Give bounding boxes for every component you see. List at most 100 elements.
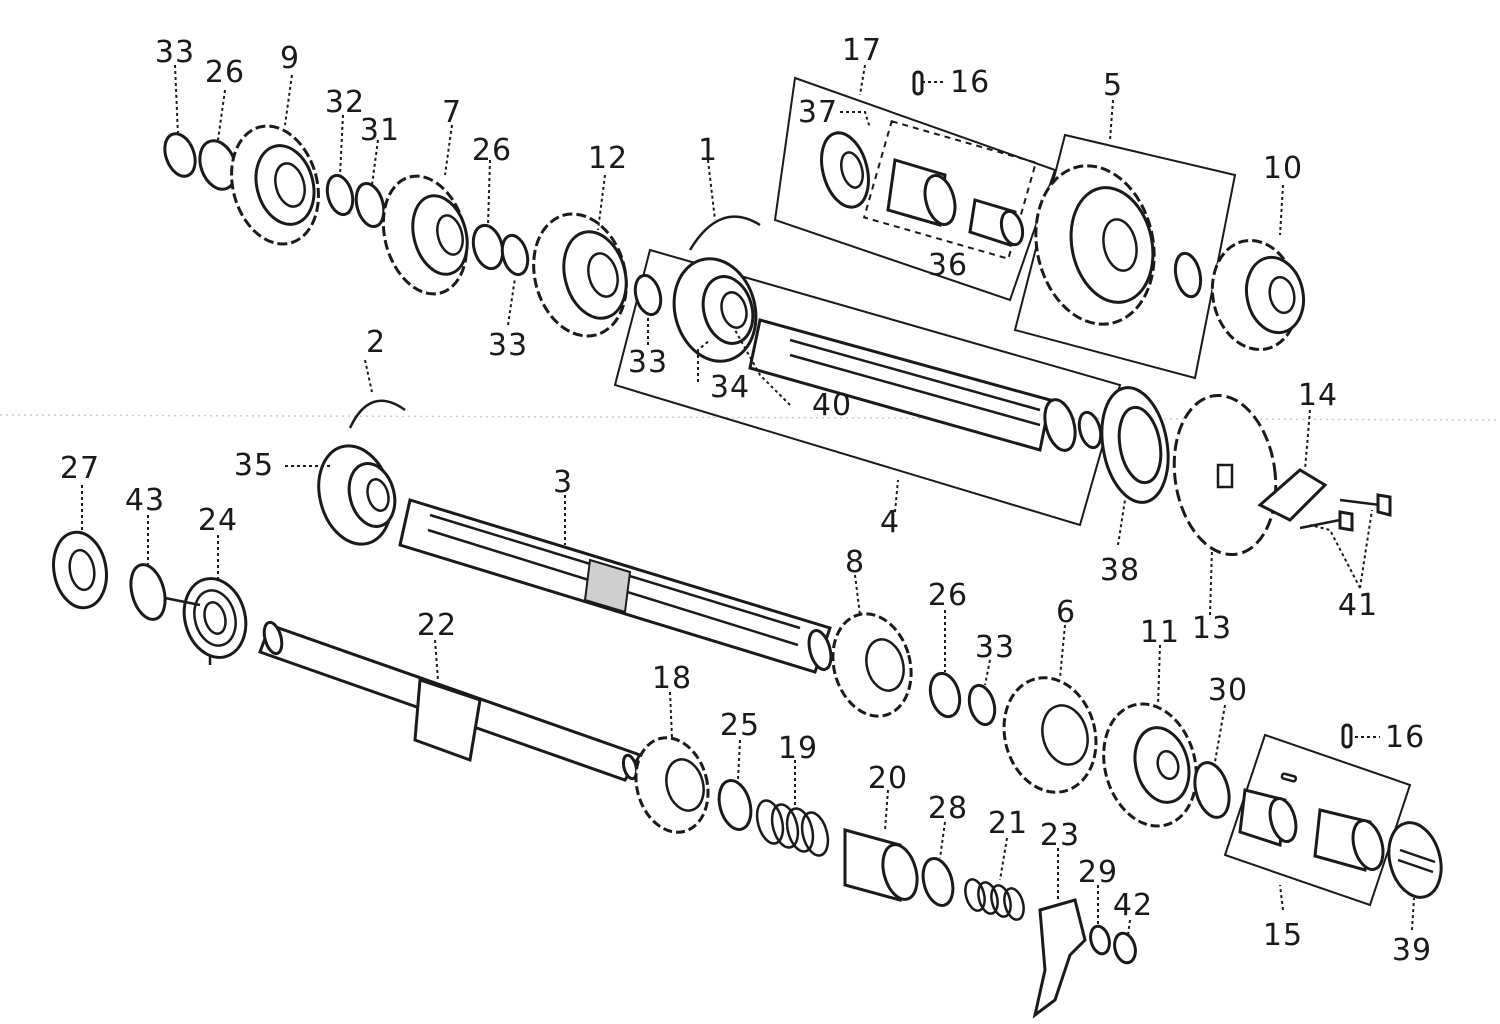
callout-24: 24 [198, 503, 238, 538]
washer-27-icon [52, 530, 108, 610]
callout-23: 23 [1040, 818, 1080, 853]
callout-9: 9 [280, 41, 300, 76]
washer-30-icon [1193, 761, 1231, 819]
callout-26-mid: 26 [472, 133, 512, 168]
plate-14-icon [1257, 468, 1328, 522]
callout-16-lower: 16 [1385, 720, 1425, 755]
callout-15: 15 [1263, 918, 1303, 953]
callout-17: 17 [842, 33, 882, 68]
callout-30: 30 [1208, 673, 1248, 708]
shaft-4-box [613, 248, 1122, 527]
gear-9-icon [230, 124, 320, 246]
spring-43-icon [129, 563, 167, 621]
bearing-35-icon [317, 444, 397, 546]
callout-5: 5 [1103, 68, 1123, 103]
callout-11: 11 [1140, 615, 1180, 650]
callout-25: 25 [720, 708, 760, 743]
callout-3: 3 [553, 465, 573, 500]
callout-32: 32 [325, 85, 365, 120]
bearing-36-box [862, 120, 1038, 260]
callout-4: 4 [880, 505, 900, 540]
circlip-2-icon [348, 399, 406, 429]
washer-26-mid-icon [471, 223, 505, 271]
leader-lines [81, 64, 1415, 936]
ring-32-icon [325, 173, 355, 217]
bearing-17-box [773, 76, 1057, 302]
pin-16-top-icon [912, 70, 924, 96]
gear-5-box [1013, 133, 1237, 380]
callout-26-top: 26 [205, 55, 245, 90]
callout-40: 40 [812, 388, 852, 423]
bolts-41-icon [1299, 493, 1392, 532]
callout-31: 31 [360, 113, 400, 148]
countershaft-4-icon [748, 318, 1103, 452]
callout-22: 22 [417, 608, 457, 643]
oil-seal-38-icon [1100, 386, 1170, 504]
callout-14: 14 [1298, 378, 1338, 413]
callout-27: 27 [60, 451, 100, 486]
callout-28: 28 [928, 791, 968, 826]
bushing-36-icon [886, 158, 1025, 247]
spring-24-icon [164, 577, 248, 665]
mainshaft-3-icon [398, 498, 833, 674]
pin-16-lower-icon [1341, 723, 1353, 749]
callout-38: 38 [1100, 553, 1140, 588]
cap-39-icon [1387, 821, 1443, 899]
washer-29-icon [1089, 924, 1111, 956]
callout-19: 19 [778, 731, 818, 766]
bearing-15-icon [1238, 772, 1385, 872]
upper-shaft-group [163, 70, 1392, 557]
washer-26-lower-icon [928, 671, 962, 719]
callout-43: 43 [125, 483, 165, 518]
callout-20: 20 [868, 761, 908, 796]
gear-10-icon [1210, 238, 1306, 352]
washer-31-icon [354, 181, 386, 229]
callout-29: 29 [1078, 855, 1118, 890]
gear-6-icon [1002, 676, 1098, 794]
ratchet-20-icon [843, 828, 919, 902]
callout-41: 41 [1338, 588, 1378, 623]
callout-8: 8 [845, 545, 865, 580]
spring-19-icon [755, 799, 830, 857]
callout-12: 12 [588, 141, 628, 176]
callout-34: 34 [710, 370, 750, 405]
bearing-34-icon [672, 257, 758, 363]
circlip-33-lower-icon [633, 273, 663, 317]
callout-13: 13 [1192, 611, 1232, 646]
gear-12-icon [532, 212, 628, 338]
callout-labels: 1 2 3 4 5 6 7 8 9 10 11 12 13 14 15 16 1… [60, 33, 1431, 968]
callout-33-mid: 33 [488, 328, 528, 363]
callout-33-lower: 33 [628, 345, 668, 380]
circlip-33-top-icon [163, 132, 197, 178]
circlip-33-mid-icon [500, 233, 530, 277]
callout-42: 42 [1113, 888, 1153, 923]
gear-11-icon [1102, 702, 1198, 828]
gear-18-icon [634, 736, 710, 834]
bearing-17-icon [820, 131, 870, 209]
callout-33-bottom: 33 [975, 630, 1015, 665]
lower-shaft-group [52, 399, 1443, 1019]
callout-18: 18 [652, 661, 692, 696]
gear-8-icon [831, 612, 913, 718]
gear-5-icon [1034, 164, 1156, 326]
callout-7: 7 [442, 95, 462, 130]
callout-26-lower: 26 [928, 578, 968, 613]
callout-1: 1 [698, 133, 718, 168]
callout-36: 36 [928, 248, 968, 283]
sprocket-13-icon [1172, 393, 1278, 557]
callout-37: 37 [798, 95, 838, 130]
washer-28-icon [921, 857, 955, 907]
pawl-23-icon [1032, 898, 1087, 1019]
callout-10: 10 [1263, 151, 1303, 186]
circlip-42-icon [1113, 931, 1137, 965]
circlip-1-icon [688, 215, 761, 251]
callout-16-top: 16 [950, 65, 990, 100]
gear-7-icon [381, 174, 469, 296]
callout-33-top: 33 [155, 35, 195, 70]
callout-2: 2 [366, 325, 386, 360]
circlip-33-bottom-icon [967, 683, 997, 727]
callout-6: 6 [1056, 595, 1076, 630]
callout-21: 21 [988, 806, 1028, 841]
separator-line [0, 414, 1500, 421]
